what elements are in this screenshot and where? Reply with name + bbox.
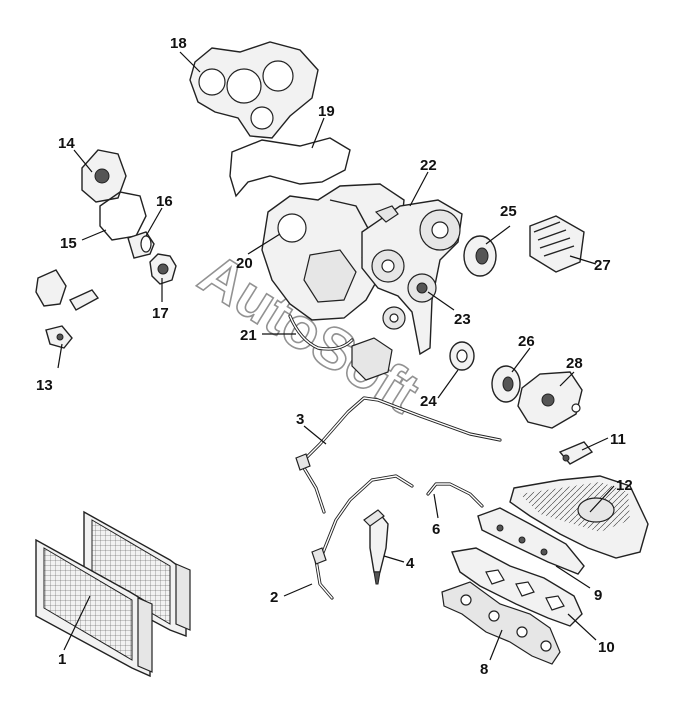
part-8-manifold-gasket — [441, 581, 561, 665]
callout-26: 26 — [518, 333, 535, 350]
part-27-control-module — [529, 215, 585, 273]
part-16-bearing — [127, 231, 155, 259]
part-9-fuel-rail — [477, 507, 585, 575]
part-13-brackets — [35, 269, 100, 349]
part-26-pump-pulley — [491, 365, 521, 403]
part-3-fuel-line — [295, 396, 502, 514]
callout-28: 28 — [566, 355, 583, 372]
part-28-high-pressure-pump — [517, 371, 583, 429]
part-24-idler-pulley — [351, 337, 475, 381]
callout-9: 9 — [594, 587, 602, 604]
part-17-impeller — [149, 253, 177, 285]
callout-12: 12 — [616, 477, 633, 494]
callout-14: 14 — [58, 135, 75, 152]
part-4-injector — [363, 509, 389, 585]
callout-10: 10 — [598, 639, 615, 656]
callout-labels: 18 19 22 14 15 16 17 20 21 23 25 27 26 2… — [36, 35, 633, 678]
callout-11: 11 — [610, 431, 626, 448]
callout-2: 2 — [270, 589, 278, 606]
callout-6: 6 — [432, 521, 440, 538]
part-18-timing-cover — [189, 41, 319, 139]
part-23-timing-belt — [361, 199, 463, 356]
callout-21: 21 — [240, 327, 257, 344]
part-14-pump-housing — [81, 149, 127, 203]
callout-8: 8 — [480, 661, 488, 678]
part-25-pulley — [463, 235, 497, 277]
callout-19: 19 — [318, 103, 335, 120]
part-22-sensor — [374, 205, 399, 223]
part-6-fuel-line — [426, 482, 484, 508]
callout-3: 3 — [296, 411, 304, 428]
callout-16: 16 — [156, 193, 173, 210]
part-15-gasket-ring — [99, 191, 147, 241]
callout-1: 1 — [58, 651, 66, 668]
callout-24: 24 — [420, 393, 437, 410]
part-2-fuel-line — [311, 474, 414, 600]
callout-23: 23 — [454, 311, 471, 328]
callout-17: 17 — [152, 305, 169, 322]
callout-15: 15 — [60, 235, 77, 252]
part-21-hoses — [288, 314, 354, 351]
part-1-radiator — [35, 510, 191, 678]
part-11-sensor — [558, 441, 594, 465]
callout-18: 18 — [170, 35, 187, 52]
part-19-gasket — [229, 137, 351, 198]
callout-20: 20 — [236, 255, 253, 272]
part-12-manifold-cover — [509, 475, 649, 559]
part-10-exhaust-manifold — [451, 547, 583, 627]
callout-25: 25 — [500, 203, 517, 220]
callout-4: 4 — [406, 555, 415, 572]
leader-lines — [57, 51, 615, 661]
callout-22: 22 — [420, 157, 437, 174]
callout-13: 13 — [36, 377, 53, 394]
callout-27: 27 — [594, 257, 611, 274]
